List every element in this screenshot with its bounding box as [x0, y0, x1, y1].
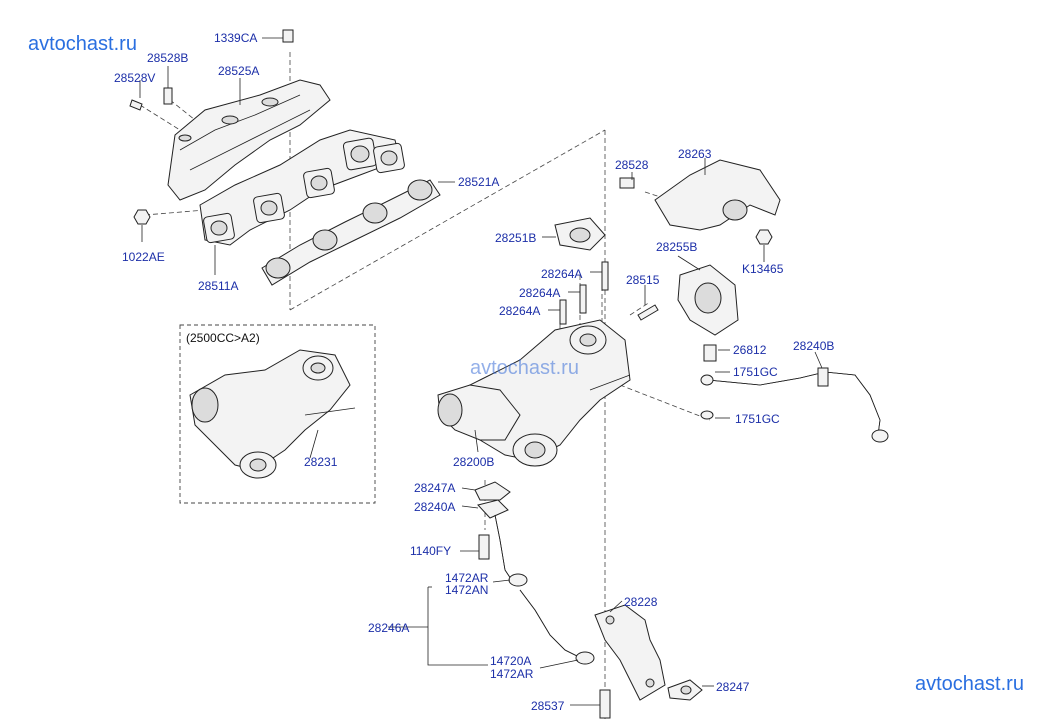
label-1751gc-lower: 1751GC: [735, 412, 780, 426]
label-28515: 28515: [626, 273, 660, 287]
label-28528: 28528: [615, 158, 649, 172]
bolt-1140fy: [478, 534, 490, 560]
heat-protector-28263: [654, 159, 781, 231]
turbocharger-28200b: avtochast.ru: [437, 319, 631, 467]
fasteners: [129, 29, 773, 719]
stud-28515: [637, 304, 659, 321]
nut-k13465: [755, 229, 773, 245]
bolt-28528b: [163, 87, 173, 105]
watermark-bottom-right: avtochast.ru: [915, 673, 1024, 695]
watermark-top-left: avtochast.ru: [28, 33, 137, 55]
oil-return-pipe: [474, 481, 595, 665]
nut-1339ca: [282, 29, 294, 43]
bolt-28537: [599, 689, 611, 719]
label-28200b: 28200B: [453, 455, 494, 469]
label-28521a: 28521A: [458, 175, 499, 189]
label-1472an: 1472AN: [445, 583, 488, 597]
label-28240b: 28240B: [793, 339, 834, 353]
label-28263: 28263: [678, 147, 712, 161]
label-28528b: 28528B: [147, 51, 188, 65]
label-28264a-1: 28264A: [541, 267, 582, 281]
label-1472ar-upper: 1472AR: [445, 571, 489, 585]
stud-28264a-3: [559, 299, 567, 325]
label-28264a-2: 28264A: [519, 286, 560, 300]
label-28247a: 28247A: [414, 481, 455, 495]
label-14720a: 14720A: [490, 654, 531, 668]
nut-1022ae: [133, 209, 151, 225]
label-28264a-3: 28264A: [499, 304, 540, 318]
label-28251b: 28251B: [495, 231, 536, 245]
part-labels: 1339CA 28528B 28528V 28525A 28521A 1022A…: [114, 31, 834, 713]
label-28246a: 28246A: [368, 621, 409, 635]
heat-shield-28525a: [167, 79, 331, 201]
manifold-gasket-28521a: [261, 179, 441, 286]
exhaust-manifold-28511a: [199, 129, 405, 246]
label-28525a: 28525A: [218, 64, 259, 78]
label-1472ar-lower: 1472AR: [490, 667, 534, 681]
label-28231: 28231: [304, 455, 338, 469]
label-28228: 28228: [624, 595, 658, 609]
stud-28264a-2: [579, 284, 587, 314]
gasket-28255b: [677, 264, 739, 336]
inset-box: (2500CC>A2): [179, 324, 376, 504]
turbocharger-28231: [189, 349, 356, 479]
label-1339ca: 1339CA: [214, 31, 257, 45]
watermark-center: avtochast.ru: [470, 357, 579, 379]
label-1022ae: 1022AE: [122, 250, 165, 264]
bolt-28528: [619, 177, 635, 189]
label-28247: 28247: [716, 680, 750, 694]
stud-28264a-1: [601, 261, 609, 291]
leader-lines: [139, 37, 823, 706]
label-28240a: 28240A: [414, 500, 455, 514]
bracket-28228: [594, 604, 666, 701]
label-k13465: K13465: [742, 262, 784, 276]
bolt-28528v: [129, 99, 143, 111]
oil-feed-pipe-28240b: [700, 367, 889, 443]
bolt-26812: [703, 344, 717, 362]
label-28537: 28537: [531, 699, 565, 713]
label-28511a: 28511A: [198, 279, 238, 293]
inset-note: (2500CC>A2): [186, 331, 260, 345]
label-1140fy: 1140FY: [410, 544, 451, 558]
washer-1751gc-lower: [700, 410, 714, 420]
label-28528v: 28528V: [114, 71, 155, 85]
label-1751gc-upper: 1751GC: [733, 365, 778, 379]
label-28255b: 28255B: [656, 240, 697, 254]
label-26812: 26812: [733, 343, 767, 357]
